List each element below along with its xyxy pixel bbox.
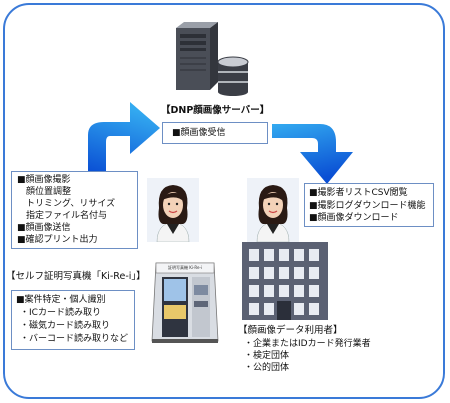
kiosk-sign: 証明写真機 Ki-Re-i: [167, 265, 203, 270]
users-line-3: ・公的団体: [244, 363, 290, 373]
users-title: 【顔画像データ利用者】: [238, 325, 343, 336]
upload-arrow: [88, 102, 160, 172]
building-icon: [242, 242, 328, 320]
download-line-1: ■撮影者リストCSV閲覧: [309, 188, 408, 198]
download-line-3: ■顔画像ダウンロード: [309, 213, 399, 223]
diagram-frame: [3, 3, 445, 399]
capture-line-1: ■顔画像撮影: [17, 175, 71, 185]
capture-line-3: トリミング、リサイズ: [17, 199, 116, 209]
download-arrow: [272, 124, 353, 184]
download-line-2: ■撮影ログダウンロード機能: [309, 201, 426, 211]
kiosk-line-1: ■案件特定・個人識別: [16, 295, 106, 305]
kiosk-line-4: ・バーコード読み取りなど: [20, 334, 129, 344]
capture-line-2: 顔位置調整: [17, 187, 72, 197]
portrait-photo-left: [147, 178, 199, 242]
kiosk-line-3: ・磁気カード読み取り: [20, 321, 111, 331]
capture-line-5: ■顔画像送信: [17, 223, 71, 233]
server-box-text: ■顔画像受信: [172, 128, 226, 138]
photo-booth-kiosk: 証明写真機 Ki-Re-i: [150, 255, 220, 345]
kiosk-title: 【セルフ証明写真機「Ki-Re-i」】: [6, 271, 146, 282]
users-line-2: ・検定団体: [244, 351, 290, 361]
portrait-photo-right: [247, 178, 299, 242]
server-icon: [176, 22, 249, 96]
users-line-1: ・企業またはIDカード発行業者: [244, 339, 371, 349]
download-functions-box: ■撮影者リストCSV閲覧 ■撮影ログダウンロード機能 ■顔画像ダウンロード: [304, 183, 434, 227]
capture-line-6: ■確認プリント出力: [17, 235, 98, 245]
capture-functions-box: ■顔画像撮影 顔位置調整 トリミング、リサイズ 指定ファイル名付与 ■顔画像送信…: [11, 171, 138, 249]
server-box: ■顔画像受信: [162, 122, 268, 144]
capture-line-4: 指定ファイル名付与: [17, 211, 108, 221]
kiosk-line-2: ・ICカード読み取り: [20, 308, 101, 318]
server-title: 【DNP顔画像サーバー】: [160, 105, 271, 117]
kiosk-functions-box: ■案件特定・個人識別 ・ICカード読み取り ・磁気カード読み取り ・バーコード読…: [11, 290, 135, 350]
